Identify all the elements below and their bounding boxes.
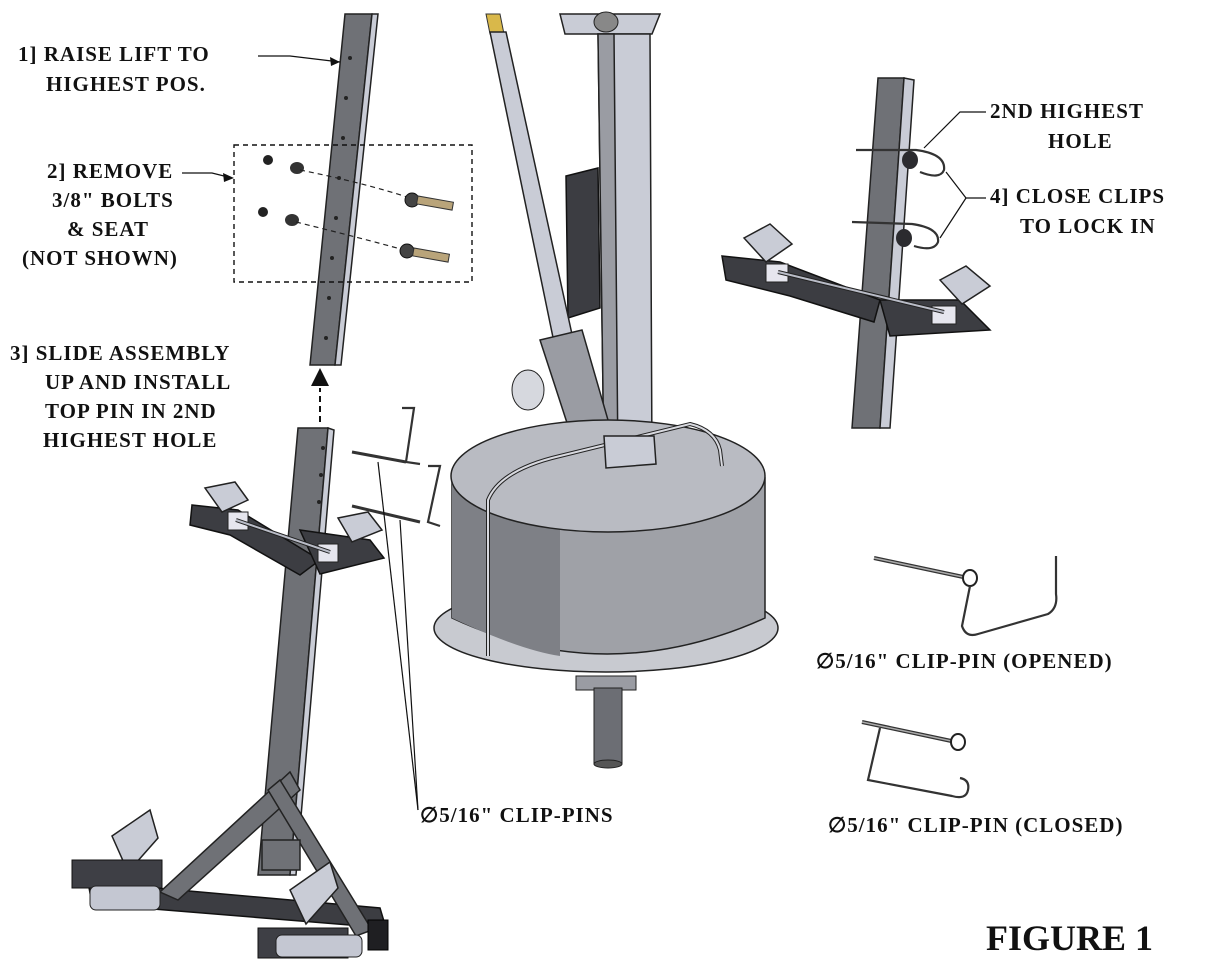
- step1-line2: HIGHEST POS.: [46, 72, 206, 96]
- clip-pin-closed-label: ∅5/16" CLIP-PIN (CLOSED): [828, 813, 1123, 837]
- actuator-arm: [485, 13, 609, 433]
- step3-line4: HIGHEST HOLE: [43, 428, 217, 452]
- step1-label: 1] RAISE LIFT TO HIGHEST POS.: [18, 42, 341, 96]
- bolt-upper: [263, 155, 455, 211]
- step4-label: 4] CLOSE CLIPS TO LOCK IN: [939, 171, 1165, 239]
- clip-pin-opened-drawing: [873, 556, 1058, 637]
- step1-leader: [258, 55, 341, 63]
- step4-leader-lower: [939, 197, 967, 239]
- clip-pin-opened-label: ∅5/16" CLIP-PIN (OPENED): [816, 649, 1113, 673]
- step4-leader-upper: [945, 171, 986, 199]
- base-foot-right-gusset: [289, 860, 339, 926]
- step3-line1: 3] SLIDE ASSEMBLY: [10, 341, 230, 365]
- hole-label-line2: HOLE: [1048, 129, 1113, 153]
- right-detail-assembly: [721, 77, 992, 429]
- stand-base: [71, 770, 389, 959]
- step3-line2: UP AND INSTALL: [45, 370, 231, 394]
- left-stand-assembly: [71, 426, 389, 959]
- step4-line1: 4] CLOSE CLIPS: [990, 184, 1165, 208]
- base-drum: [433, 419, 779, 769]
- lower-column-holes: [317, 446, 325, 504]
- slide-up-arrow: [311, 368, 329, 422]
- clips-closed-on-column: [851, 148, 946, 250]
- step3-line3: TOP PIN IN 2ND: [45, 399, 217, 423]
- upper-post-holes: [324, 56, 352, 340]
- step2-label: 2] REMOVE 3/8" BOLTS & SEAT (NOT SHOWN): [22, 159, 234, 270]
- hole-leader: [923, 111, 986, 149]
- step2-line2: 3/8" BOLTS: [52, 188, 174, 212]
- clip-pins-label: ∅5/16" CLIP-PINS: [420, 803, 614, 827]
- clip-pin-closed-drawing: [861, 720, 970, 799]
- step2-line4: (NOT SHOWN): [22, 246, 178, 270]
- clip-pins-on-column: [351, 406, 442, 811]
- figure-label: FIGURE 1: [986, 918, 1153, 958]
- hole-label: 2ND HIGHEST HOLE: [923, 99, 1144, 153]
- bolts-detail-box: [233, 144, 473, 283]
- upper-post: [309, 13, 379, 366]
- step2-line1: 2] REMOVE: [47, 159, 173, 183]
- bolts-dashed-box: [233, 144, 473, 283]
- bolt-lower: [258, 207, 451, 263]
- lower-arm-assembly: [189, 481, 386, 576]
- step3-label: 3] SLIDE ASSEMBLY UP AND INSTALL TOP PIN…: [10, 341, 231, 452]
- step1-line1: 1] RAISE LIFT TO: [18, 42, 210, 66]
- step2-line3: & SEAT: [67, 217, 149, 241]
- lift-mast: [559, 11, 662, 465]
- step4-line2: TO LOCK IN: [1020, 214, 1156, 238]
- hole-label-line1: 2ND HIGHEST: [990, 99, 1144, 123]
